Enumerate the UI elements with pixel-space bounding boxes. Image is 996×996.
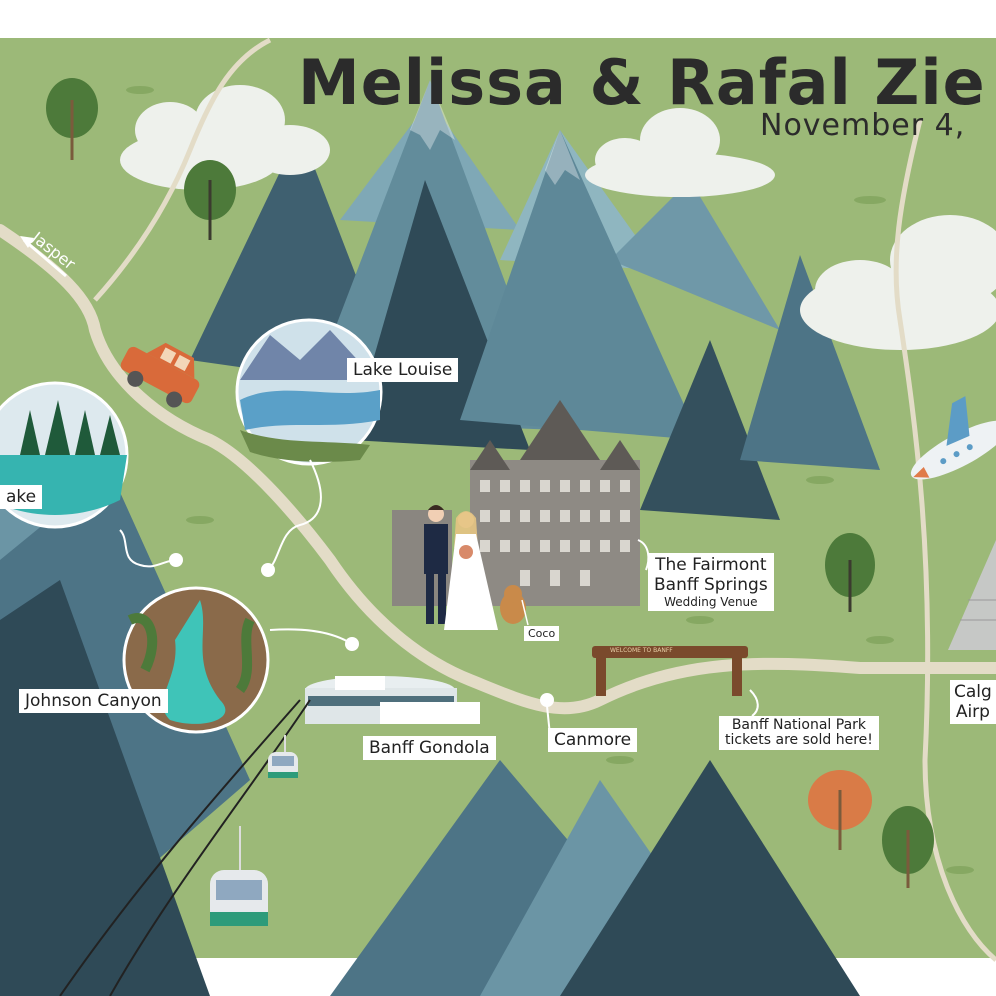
label-fairmont-line2: Banff Springs [654, 575, 768, 595]
label-fairmont-sub: Wedding Venue [664, 595, 758, 609]
gondola-cable [59, 699, 301, 996]
location-marker [540, 693, 554, 707]
mountain [460, 130, 700, 440]
tree-icon [882, 806, 934, 888]
cloud [120, 85, 330, 190]
label-park-tickets: Banff National Park tickets are sold her… [719, 716, 879, 750]
hotel-building [392, 400, 640, 606]
label-park-line2: tickets are sold here! [725, 732, 873, 748]
location-marker [345, 637, 359, 651]
side-road [93, 37, 272, 302]
label-fairmont-line1: The Fairmont [655, 555, 767, 575]
label-coco: Coco [524, 626, 560, 641]
tree-icon [825, 533, 875, 612]
mountain [640, 340, 780, 520]
tree-icon [808, 770, 872, 850]
mountain [740, 255, 880, 470]
location-marker [169, 553, 183, 567]
label-fairmont: The Fairmont Banff Springs Wedding Venue [648, 553, 774, 611]
label-canmore: Canmore [548, 728, 638, 752]
side-road [893, 119, 996, 962]
label-calgary-airport: Calg Airp [950, 680, 996, 724]
welcome-arch [592, 646, 748, 696]
gondola-car-icon [210, 826, 268, 926]
gondola-building [305, 676, 480, 724]
label-johnson-canyon: Johnson Canyon [19, 689, 168, 713]
lake-louise-photo [235, 318, 383, 466]
wedding-date: November 4, [760, 108, 966, 143]
map-title: Melissa & Rafal Zie [298, 46, 986, 119]
highway-road [0, 224, 996, 715]
cloud [585, 108, 775, 197]
airport-building [948, 540, 996, 650]
label-lake-louise: Lake Louise [347, 358, 459, 382]
label-lake: ake [0, 485, 43, 509]
label-calgary-line1: Calg [954, 682, 992, 702]
gondola-car-icon [268, 735, 298, 778]
label-calgary-line2: Airp [955, 702, 990, 722]
label-banff-gondola: Banff Gondola [363, 736, 496, 760]
arrow-icon [20, 236, 67, 278]
car-icon [120, 342, 200, 408]
location-marker [261, 563, 275, 577]
dog-illustration [500, 585, 526, 624]
arch-sign-text: WELCOME TO BANFF [610, 647, 673, 654]
label-park-line1: Banff National Park [731, 717, 867, 733]
airplane-icon [910, 396, 996, 480]
couple-illustration [424, 505, 498, 630]
tree-icon [184, 160, 236, 240]
tree-icon [46, 78, 98, 160]
